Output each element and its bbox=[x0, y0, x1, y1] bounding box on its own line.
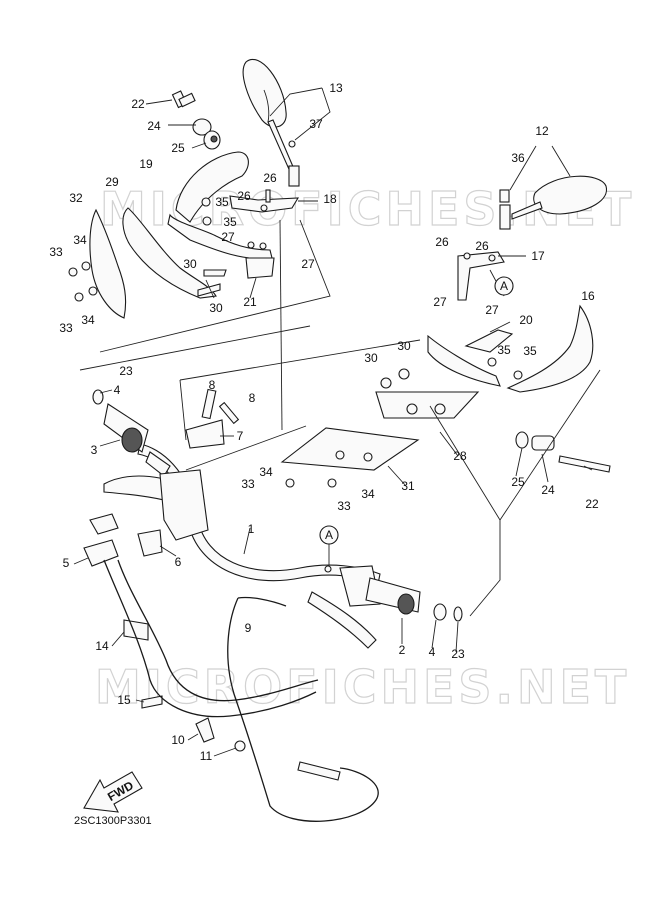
callout-9: 9 bbox=[245, 621, 252, 635]
callout-24: 24 bbox=[147, 119, 161, 133]
callout-7: 7 bbox=[237, 429, 244, 443]
callout-4: 4 bbox=[429, 645, 436, 659]
callout-37: 37 bbox=[309, 117, 323, 131]
callout-34: 34 bbox=[361, 487, 375, 501]
callout-26: 26 bbox=[237, 189, 251, 203]
callout-labels: 1 2 3 4 4 5 6 7 8 8 9 10 11 12 13 14 15 … bbox=[49, 81, 599, 763]
right-barend-parts bbox=[515, 431, 611, 473]
callout-8: 8 bbox=[249, 391, 256, 405]
callout-20: 20 bbox=[519, 313, 533, 327]
callout-23: 23 bbox=[451, 647, 465, 661]
callout-4: 4 bbox=[114, 383, 121, 397]
callout-14: 14 bbox=[95, 639, 109, 653]
callout-30: 30 bbox=[397, 339, 411, 353]
callout-30: 30 bbox=[183, 257, 197, 271]
callout-27: 27 bbox=[221, 230, 235, 244]
callout-22: 22 bbox=[131, 97, 145, 111]
svg-text:A: A bbox=[500, 279, 508, 293]
cables bbox=[103, 559, 379, 822]
callout-19: 19 bbox=[139, 157, 153, 171]
right-grip-throttle bbox=[307, 565, 463, 649]
callout-25: 25 bbox=[511, 475, 525, 489]
left-grip-switch bbox=[92, 388, 240, 557]
callout-13: 13 bbox=[329, 81, 343, 95]
callout-10: 10 bbox=[171, 733, 185, 747]
right-mirror bbox=[499, 175, 608, 230]
callout-24: 24 bbox=[541, 483, 555, 497]
callout-34: 34 bbox=[81, 313, 95, 327]
callout-26: 26 bbox=[475, 239, 489, 253]
callout-5: 5 bbox=[63, 556, 70, 570]
callout-6: 6 bbox=[175, 555, 182, 569]
svg-text:A: A bbox=[325, 528, 333, 542]
callout-29: 29 bbox=[105, 175, 119, 189]
callout-35: 35 bbox=[523, 344, 537, 358]
callout-28: 28 bbox=[453, 449, 467, 463]
callout-18: 18 bbox=[323, 192, 337, 206]
callout-16: 16 bbox=[581, 289, 595, 303]
diagram-code: 2SC1300P3301 bbox=[74, 815, 152, 827]
left-mirror bbox=[242, 59, 300, 187]
callout-26: 26 bbox=[435, 235, 449, 249]
left-hardware bbox=[68, 90, 271, 302]
right-handguard bbox=[280, 251, 594, 488]
callout-15: 15 bbox=[117, 693, 131, 707]
callout-27: 27 bbox=[433, 295, 447, 309]
left-handguard bbox=[89, 151, 300, 319]
callout-27: 27 bbox=[301, 257, 315, 271]
callout-25: 25 bbox=[171, 141, 185, 155]
callout-33: 33 bbox=[337, 499, 351, 513]
callout-1: 1 bbox=[248, 522, 255, 536]
callout-33: 33 bbox=[49, 245, 63, 259]
callout-27: 27 bbox=[485, 303, 499, 317]
callout-22: 22 bbox=[585, 497, 599, 511]
callout-3: 3 bbox=[91, 443, 98, 457]
callout-32: 32 bbox=[69, 191, 83, 205]
fwd-arrow-icon: FWD bbox=[83, 771, 143, 813]
callout-33: 33 bbox=[59, 321, 73, 335]
callout-34: 34 bbox=[73, 233, 87, 247]
callout-12: 12 bbox=[535, 124, 549, 138]
ref-marker-a-top: A bbox=[494, 276, 514, 296]
callout-33: 33 bbox=[241, 477, 255, 491]
left-clutch-lever bbox=[83, 513, 163, 709]
callout-30: 30 bbox=[364, 351, 378, 365]
callout-2: 2 bbox=[399, 643, 406, 657]
callout-36: 36 bbox=[511, 151, 525, 165]
leader-lines bbox=[73, 87, 601, 757]
callout-8: 8 bbox=[209, 378, 216, 392]
callout-35: 35 bbox=[223, 215, 237, 229]
callout-21: 21 bbox=[243, 295, 257, 309]
callout-31: 31 bbox=[401, 479, 415, 493]
callout-34: 34 bbox=[259, 465, 273, 479]
callout-11: 11 bbox=[200, 749, 213, 763]
callout-35: 35 bbox=[497, 343, 511, 357]
watermark-bottom: MICROFICHES.NET bbox=[95, 660, 630, 714]
callout-35: 35 bbox=[215, 195, 229, 209]
callout-30: 30 bbox=[209, 301, 223, 315]
callout-26: 26 bbox=[263, 171, 277, 185]
callout-17: 17 bbox=[531, 249, 545, 263]
callout-23: 23 bbox=[119, 364, 133, 378]
ref-marker-a-bottom: A bbox=[319, 525, 339, 545]
